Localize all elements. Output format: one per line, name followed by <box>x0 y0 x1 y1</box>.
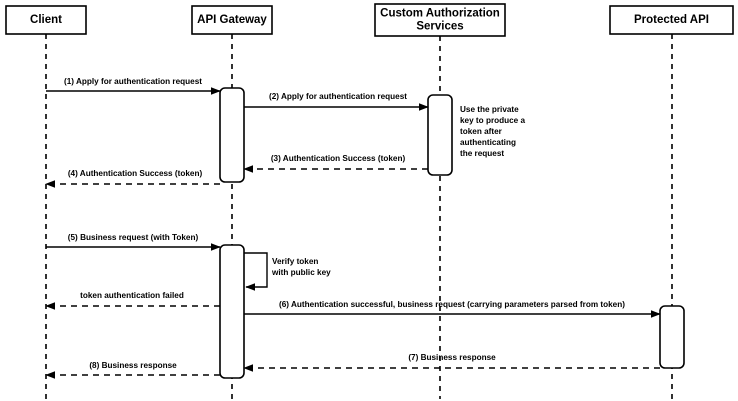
message-label-3: (3) Authentication Success (token) <box>271 154 406 163</box>
message-label-fail: token authentication failed <box>80 291 184 300</box>
message-label-2: (2) Apply for authentication request <box>269 92 407 101</box>
notes-group: Use the private key to produce a token aft… <box>460 105 526 158</box>
message-label-1: (1) Apply for authentication request <box>64 77 202 86</box>
lifelines-group: Client API Gateway Custom AuthorizationSer… <box>5 3 734 399</box>
note-line-private-key-note: the request <box>460 149 504 158</box>
message-label-4: (4) Authentication Success (token) <box>68 169 203 178</box>
participant-label-authsvc: Custom Authorization <box>380 8 500 20</box>
participant-box-protapi[interactable] <box>609 5 734 35</box>
participant-label-authsvc: Services <box>416 21 463 33</box>
note-line-private-key-note: token after <box>460 127 503 136</box>
note-line-private-key-note: key to produce a <box>460 116 526 125</box>
message-label-7: (7) Business response <box>408 353 496 362</box>
activation-bar-prot-act-1[interactable] <box>659 305 685 369</box>
activation-bar-gw-act-1[interactable] <box>219 87 245 183</box>
participant-label-client: Client <box>30 14 62 26</box>
participant-box-authsvc[interactable] <box>374 3 506 37</box>
message-label-self: with public key <box>271 268 331 277</box>
participant-box-gateway[interactable] <box>191 5 273 35</box>
note-line-private-key-note: Use the private <box>460 105 519 114</box>
note-line-private-key-note: authenticating <box>460 138 516 147</box>
message-label-self: Verify token <box>272 257 318 266</box>
message-label-5: (5) Business request (with Token) <box>68 233 199 242</box>
message-label-8: (8) Business response <box>89 361 177 370</box>
participant-label-gateway: API Gateway <box>197 14 267 26</box>
activation-bars-group <box>219 87 685 379</box>
participant-label-protapi: Protected API <box>634 14 709 26</box>
activation-bar-auth-act-1[interactable] <box>427 94 453 176</box>
message-label-6: (6) Authentication successful, business … <box>279 300 625 309</box>
activation-bar-gw-act-2[interactable] <box>219 244 245 379</box>
participant-box-client[interactable] <box>5 5 87 35</box>
message-arrow-self-self[interactable] <box>244 252 268 291</box>
messages-group: (1) Apply for authentication request (2) … <box>45 77 661 379</box>
